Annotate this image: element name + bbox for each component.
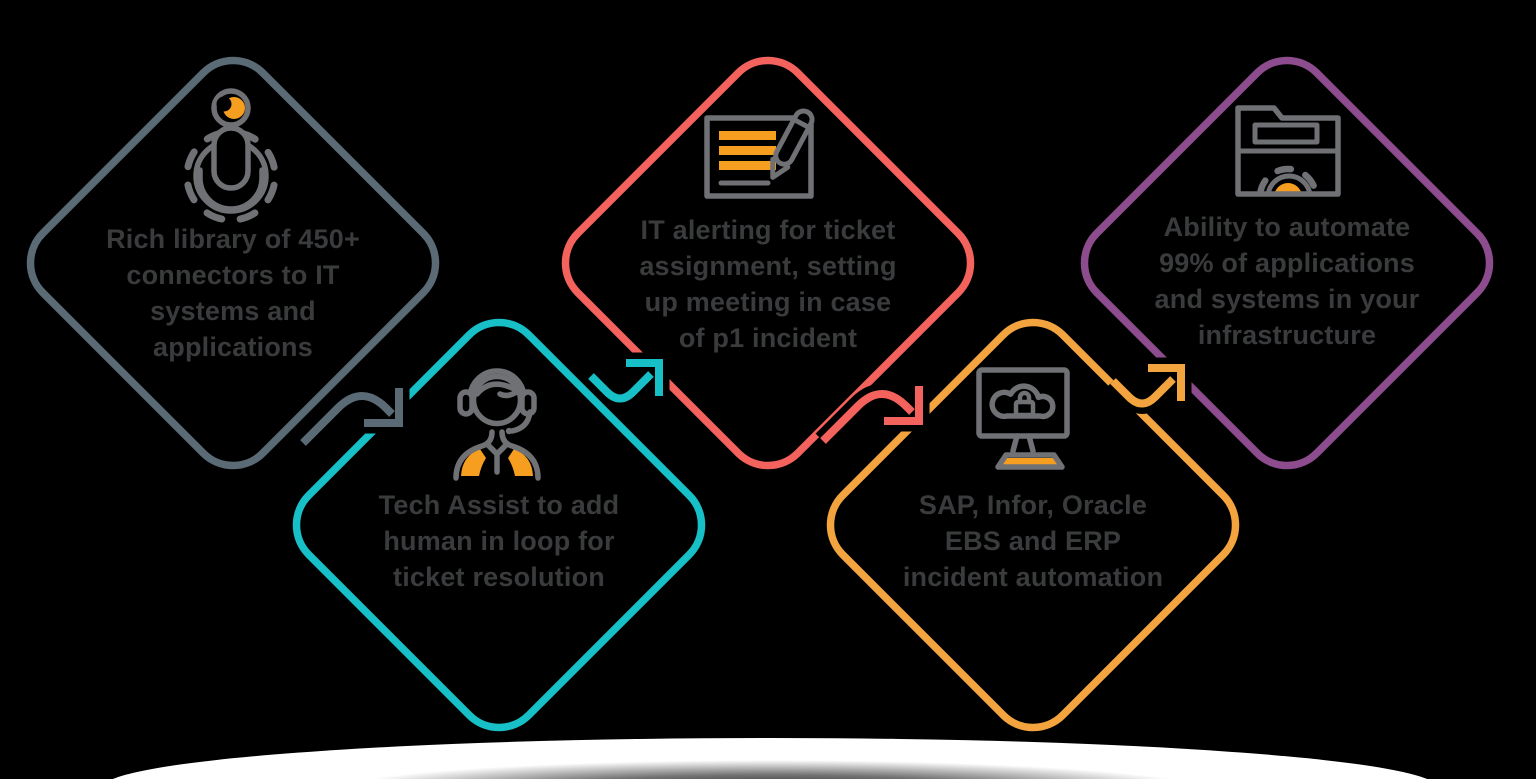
caption-erp-automation: SAP, Infor, Oracle EBS and ERP incident …: [902, 490, 1164, 592]
folder-gear-icon: [1235, 105, 1341, 197]
document-line: [719, 161, 776, 170]
document-pencil-icon: [704, 108, 815, 199]
headset-mic-tip: [505, 427, 513, 435]
mic-head-crescent: [216, 96, 232, 112]
arrow-head: [1148, 364, 1185, 401]
folder-outline: [1235, 105, 1341, 197]
folder-label: [1252, 122, 1320, 145]
mic-head-ring: [211, 88, 251, 128]
gear-teeth: [1256, 165, 1320, 193]
arrow-head: [884, 386, 923, 425]
arrow-head: [626, 359, 663, 396]
arrow-tech-assist-to-it-alerting: [588, 359, 663, 403]
arrow-shaft: [1110, 376, 1176, 408]
arrow-layer: [300, 359, 1185, 446]
shoulder-left-accent: [461, 449, 486, 476]
pencil-tip: [770, 156, 791, 180]
pencil-band: [791, 116, 812, 130]
arrow-head: [364, 388, 403, 427]
folder-gear-group: [1256, 165, 1320, 193]
arrow-connectors-to-tech-assist: [300, 388, 403, 446]
arrow-erp-automation-to-automate-99: [1110, 364, 1185, 408]
gear-accent-arc: [1274, 183, 1302, 193]
agent-hair: [474, 381, 521, 399]
headset-earmuff-left: [457, 389, 475, 417]
pencil: [770, 108, 815, 180]
monitor-stand: [1010, 433, 1036, 454]
torso-right: [499, 429, 541, 481]
mic-capsule: [211, 125, 251, 191]
gear-microphone-icon: [183, 85, 279, 224]
caption-automate-99: Ability to automate 99% of applications …: [1154, 212, 1420, 350]
monitor-base: [995, 452, 1065, 470]
monitor-cloud-lock-icon: [976, 367, 1070, 470]
document-line: [719, 131, 776, 140]
diamond-connectors: [26, 56, 440, 470]
collar: [485, 442, 509, 475]
document-lines: [719, 131, 776, 170]
support-agent-headset-icon: [453, 368, 541, 481]
caption-connectors: Rich library of 450+ connectors to IT sy…: [106, 224, 360, 362]
arrow-shaft: [820, 390, 915, 444]
caption-tech-assist: Tech Assist to add human in loop for tic…: [378, 490, 620, 592]
torso-left: [453, 429, 495, 481]
platform-inner-shadow: [367, 760, 1173, 779]
gear-body: [1265, 173, 1313, 193]
shoulder-right-accent: [508, 449, 533, 476]
monitor-screen: [976, 367, 1070, 439]
document-sheet: [704, 115, 814, 199]
platform-shadow: [113, 738, 1427, 779]
platform-ellipse: [113, 738, 1427, 779]
lock-body: [1013, 399, 1036, 418]
lock-shackle: [1017, 390, 1032, 405]
headset-band: [467, 368, 527, 401]
caption-it-alerting: IT alerting for ticket assignment, setti…: [639, 215, 897, 353]
document-line: [719, 146, 776, 155]
headset-mic-boom: [509, 409, 533, 434]
mic-cradle: [197, 167, 265, 212]
cloud: [989, 383, 1056, 420]
arrow-shaft: [300, 392, 395, 446]
arrow-shaft: [588, 371, 654, 403]
arrow-it-alerting-to-erp-automation: [820, 386, 923, 444]
